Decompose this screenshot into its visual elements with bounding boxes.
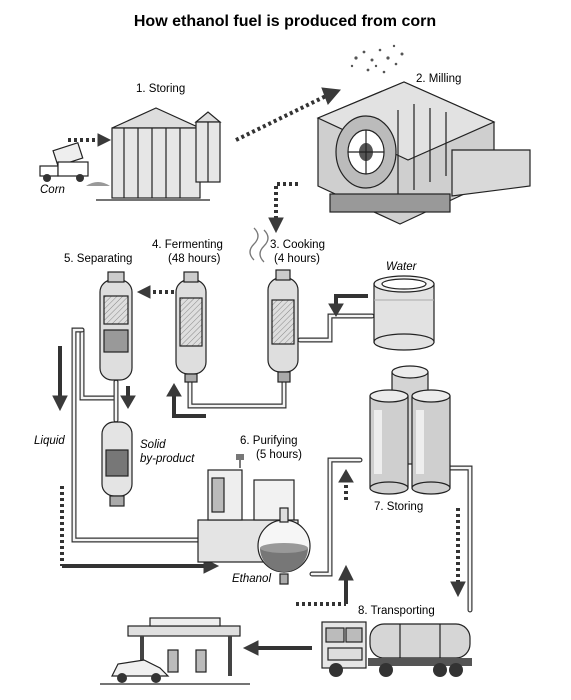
liquid-down-arrow — [52, 346, 68, 412]
mill-to-cooker-arrow — [268, 182, 298, 234]
diagram-title: How ethanol fuel is produced from corn — [134, 13, 436, 30]
step-3-cooking-label: 3. Cooking — [270, 239, 325, 251]
storage-tanks-illustration — [369, 365, 451, 495]
truck-to-station-arrow — [242, 640, 312, 656]
liquid-to-purifier-arrow — [60, 486, 220, 574]
cooker-to-fermenter-arrow — [166, 383, 206, 418]
gas-station-illustration — [100, 617, 250, 685]
solid-byproduct-arrow — [120, 386, 136, 409]
fermenter-tank-illustration — [175, 271, 207, 383]
step-5-separating-label: 5. Separating — [64, 253, 132, 265]
purifier-illustration — [197, 454, 311, 585]
ethanol-label: Ethanol — [232, 573, 271, 585]
purifier-to-storage-arrow — [296, 469, 354, 606]
truck-to-silo-arrow — [68, 133, 112, 147]
mill-illustration — [316, 44, 531, 225]
silo-to-mill-arrow — [235, 87, 341, 142]
step-2-milling-label: 2. Milling — [416, 73, 461, 85]
step-4-fermenting-time: (48 hours) — [168, 253, 221, 265]
byproduct-label: by-product — [140, 453, 195, 465]
water-label: Water — [386, 261, 418, 273]
solid-label: Solid — [140, 439, 166, 451]
process-pipes — [71, 313, 473, 613]
step-1-storing-label: 1. Storing — [136, 83, 185, 95]
storage-to-truck-arrow — [450, 508, 466, 598]
silos-illustration — [96, 107, 222, 201]
step-7-storing-label: 7. Storing — [374, 501, 423, 513]
tanker-truck-illustration — [321, 621, 472, 677]
step-4-fermenting-label: 4. Fermenting — [152, 239, 223, 251]
step-6-purifying-label: 6. Purifying — [240, 435, 298, 447]
liquid-label: Liquid — [34, 435, 65, 447]
solid-byproduct-tank-illustration — [101, 421, 133, 507]
cooker-tank-illustration — [249, 227, 299, 383]
corn-truck-icon — [39, 141, 110, 186]
step-6-purifying-time: (5 hours) — [256, 449, 302, 461]
corn-label: Corn — [40, 184, 65, 196]
step-3-cooking-time: (4 hours) — [274, 253, 320, 265]
step-8-transporting-label: 8. Transporting — [358, 605, 435, 617]
water-tank-illustration — [373, 275, 435, 351]
separator-tank-illustration — [99, 271, 133, 381]
fermenter-to-separator-arrow — [136, 285, 174, 299]
water-to-cooker-arrow — [328, 294, 368, 317]
